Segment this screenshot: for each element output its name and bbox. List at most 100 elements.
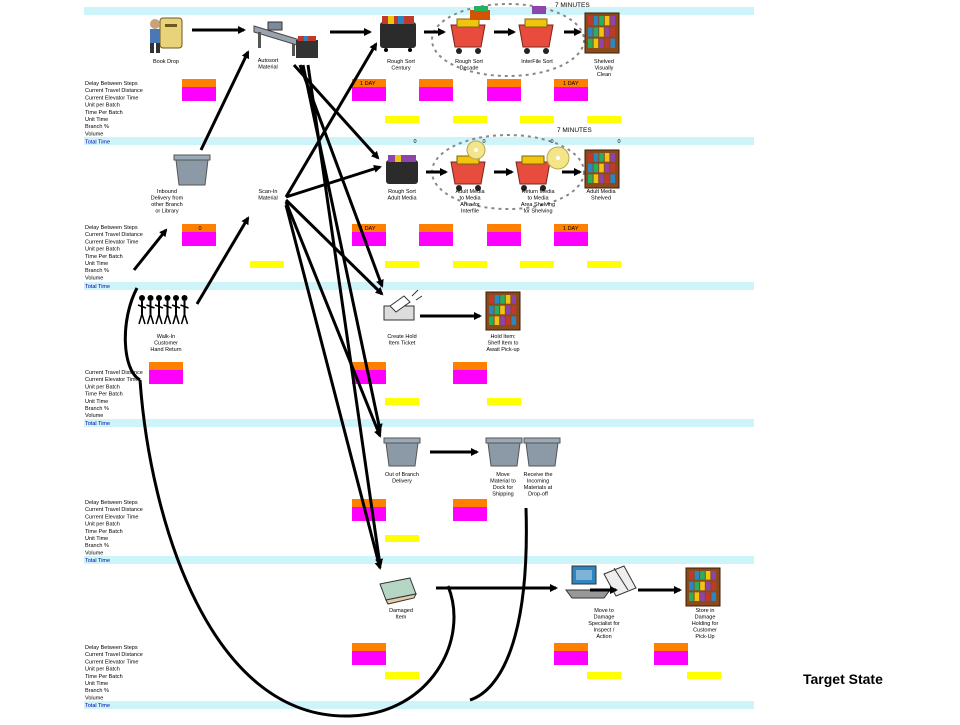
callout-one-day: 1 DAY (360, 81, 376, 87)
unit-time-box (687, 672, 721, 679)
callout-one-day: 1 DAY (563, 226, 579, 232)
book-drop-icon (150, 17, 183, 53)
section-band (84, 282, 754, 290)
step-out-of-branch-line: Delivery (392, 479, 412, 485)
metric-label-volume: Volume (85, 131, 103, 137)
flow-arrow (284, 201, 382, 438)
section-band (84, 137, 754, 145)
book-pile-icon (470, 6, 546, 20)
metric-label-current-elevator-time: Current Elevator Time (85, 239, 139, 245)
metric-label-current-elevator-time: Current Elevator Time (85, 377, 139, 383)
step-adult-media-interfile-line: Area for (460, 202, 480, 208)
step-receive-incoming-line: Receive the (523, 472, 552, 478)
step-rough-sort-century-line: Rough Sort (387, 59, 415, 65)
step-book-drop-line: Book Drop (153, 59, 179, 65)
callout-one-day: 1 DAY (360, 226, 376, 232)
metric-label-time-per-batch: Time Per Batch (85, 674, 123, 680)
metric-label-unit-time: Unit Time (85, 681, 108, 687)
step-store-in-damage-line: Holding for (692, 621, 719, 627)
step-adult-media-shelved-line: Shelved (591, 196, 611, 202)
travel-box (182, 87, 216, 101)
flow-arrow (132, 228, 168, 271)
damaged-book-icon (379, 577, 417, 605)
metric-label-volume: Volume (85, 695, 103, 701)
step-damaged-item-line: Damaged (389, 608, 413, 614)
travel-box (419, 87, 453, 101)
metric-label-current-elevator-time: Current Elevator Time (85, 95, 139, 101)
step-adult-media-interfile-line: Interfile (461, 209, 479, 215)
step-book-drop: Book Drop (153, 59, 179, 65)
bookshelf-icon (485, 291, 521, 331)
metric-label-unit-time: Unit Time (85, 117, 108, 123)
delay-box (453, 499, 487, 507)
step-shelved-visually-clean-line: Shelved (594, 59, 614, 65)
step-hold-item-line: Await Pick-up (486, 347, 519, 353)
tote-bin-icons (173, 154, 561, 467)
step-inbound-delivery-line: or Library (155, 209, 178, 215)
metric-label-current-travel-distance: Current Travel Distance (85, 507, 143, 513)
delay-box (554, 79, 588, 87)
unit-time-box (587, 116, 621, 123)
customer-figure-icon (137, 295, 147, 325)
flow-arrow (284, 204, 383, 570)
delay-box (182, 224, 216, 232)
book-cart-icon (518, 18, 554, 54)
step-move-to-dock-line: Material to (490, 479, 516, 485)
customer-figure-icon (163, 295, 172, 325)
step-move-to-damage-line: Damage (594, 615, 615, 621)
metric-label-delay-between-steps: Delay Between Steps (85, 500, 138, 506)
callout-seven-minutes-top: 7 MINUTES (555, 2, 590, 9)
travel-box (182, 232, 216, 246)
flow-arrow (284, 198, 384, 296)
delay-box (554, 643, 588, 651)
step-return-media-line: for Shelving (523, 209, 552, 215)
flow-arrow (284, 42, 378, 198)
step-create-hold-line: Item Ticket (389, 341, 416, 347)
printer-icon (383, 289, 423, 321)
step-return-media-line: Area Shelving (521, 202, 555, 208)
metric-boxes (149, 79, 721, 679)
metric-label-time-per-batch: Time Per Batch (85, 110, 123, 116)
metric-label-branch-pct: Branch % (85, 268, 109, 274)
customer-figure-icon (180, 295, 189, 325)
delay-box (487, 79, 521, 87)
step-return-media-line: Return Media (521, 189, 555, 195)
customer-figure-icon (146, 295, 155, 325)
book-cart-icons (450, 18, 554, 191)
flow-arrow (123, 287, 141, 382)
step-adult-media-interfile-line: to Media (459, 196, 481, 202)
metric-label-total-time: Total Time (85, 421, 110, 427)
unit-time-box (587, 261, 621, 268)
flow-arrow (306, 64, 384, 567)
unit-time-box (453, 116, 487, 123)
travel-box (487, 87, 521, 101)
section-band (84, 556, 754, 564)
step-interfile-sort-line: InterFile Sort (521, 59, 553, 65)
rough-sort-century-icon (380, 16, 416, 52)
metric-label-total-time: Total Time (85, 558, 110, 564)
metric-label-branch-pct: Branch % (85, 124, 109, 130)
tote-bin-icon (383, 437, 421, 467)
travel-box (554, 651, 588, 665)
step-rough-sort-decade-line: Rough Sort (455, 59, 483, 65)
autosort-conveyor-icon (253, 21, 301, 56)
book-cart-icon (450, 155, 486, 191)
metric-label-delay-between-steps: Delay Between Steps (85, 645, 138, 651)
callout-zero: 0 (550, 139, 553, 145)
travel-box (453, 507, 487, 521)
step-store-in-damage-line: Pick-Up (695, 634, 714, 640)
metric-label-time-per-batch: Time Per Batch (85, 392, 123, 398)
metric-label-current-elevator-time: Current Elevator Time (85, 659, 139, 665)
metric-label-branch-pct: Branch % (85, 406, 109, 412)
travel-box (352, 232, 386, 246)
step-inbound-delivery-line: other Branch (151, 202, 183, 208)
travel-box (554, 87, 588, 101)
metric-label-delay-between-steps: Delay Between Steps (85, 225, 138, 231)
step-move-to-dock-line: Shipping (492, 492, 513, 498)
metric-label-unit-per-batch: Unit per Batch (85, 247, 120, 253)
